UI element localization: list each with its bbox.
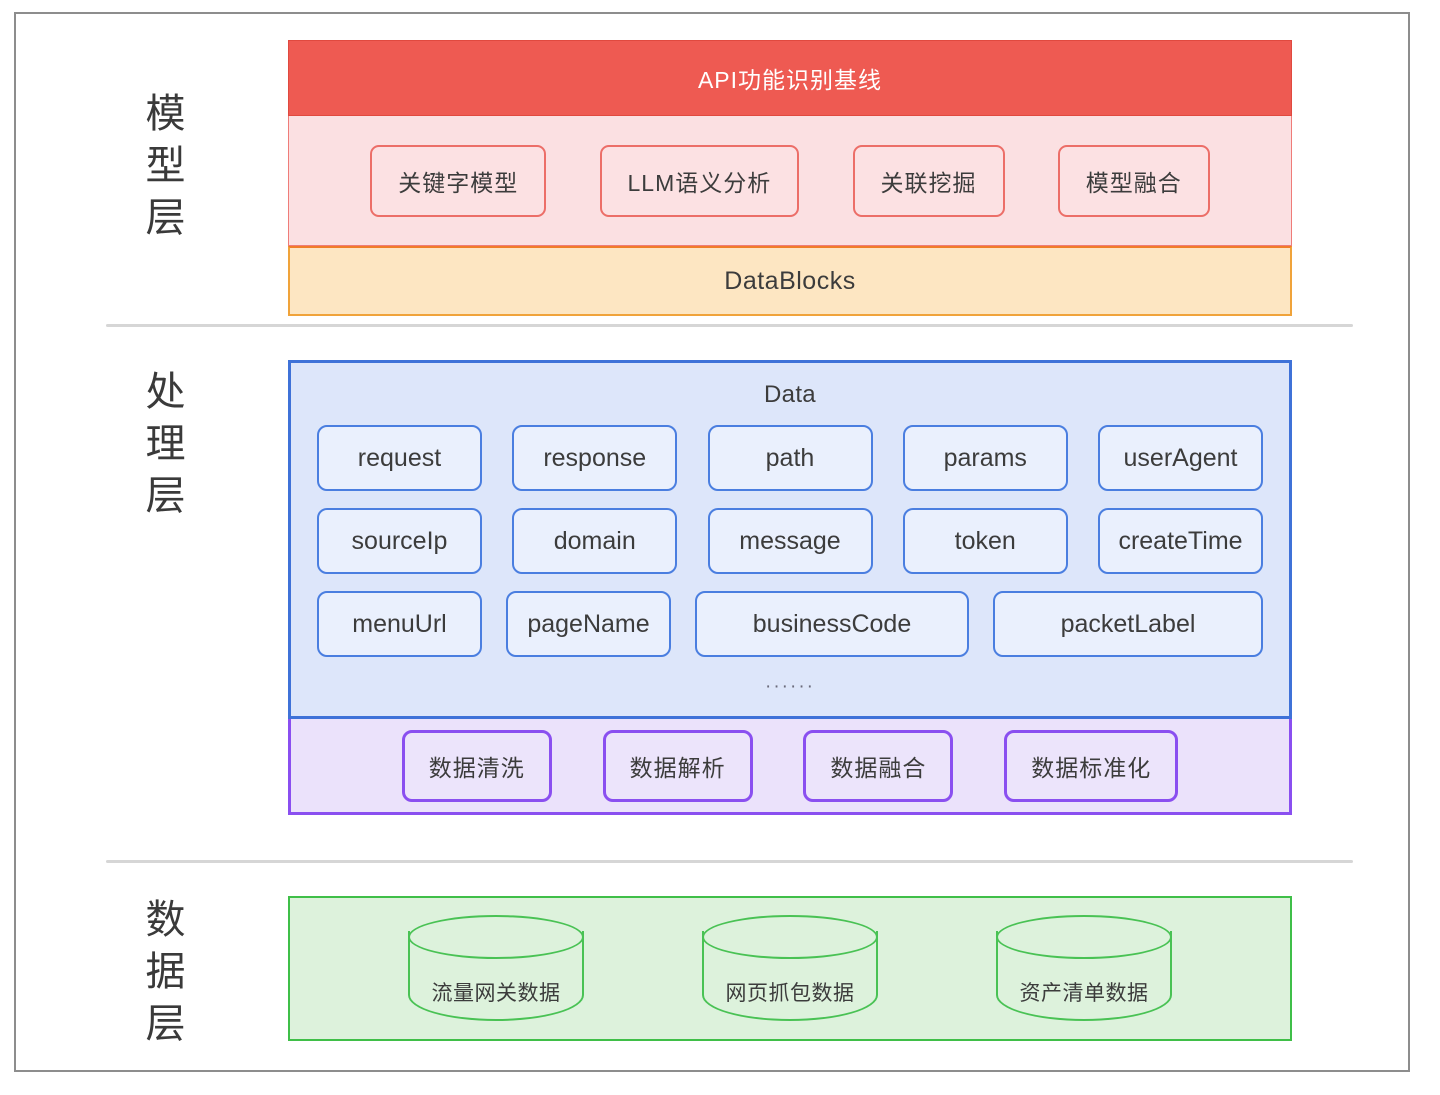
datablocks-band: DataBlocks <box>288 246 1292 316</box>
model-layer-stack: API功能识别基线 关键字模型 LLM语义分析 关联挖掘 模型融合 DataBl… <box>288 40 1292 316</box>
processing-layer-stack: Data request response path params userAg… <box>288 360 1292 815</box>
layer-label-model-char-1: 模 <box>145 91 187 137</box>
datablocks-title: DataBlocks <box>724 266 856 295</box>
datastore-label-asset-inventory: 资产清单数据 <box>1019 981 1149 1005</box>
layer-label-data-char-1: 数 <box>145 897 187 943</box>
divider-processing-data <box>106 860 1353 863</box>
data-field-row-2: sourceIp domain message token createTime <box>317 508 1263 574</box>
process-chip-data-cleaning[interactable]: 数据清洗 <box>401 729 552 802</box>
model-chip-keyword[interactable]: 关键字模型 <box>370 144 547 217</box>
datastore-panel: 流量网关数据 网页抓包数据 资产清单数据 <box>288 896 1292 1041</box>
layer-label-processing-char-1: 处 <box>145 369 187 415</box>
database-cylinder-icon <box>702 930 878 1021</box>
database-cylinder-icon <box>408 930 584 1021</box>
layer-label-model-char-2: 型 <box>145 143 187 189</box>
data-field-useragent[interactable]: userAgent <box>1098 425 1263 491</box>
layer-label-model-char-3: 层 <box>145 195 187 241</box>
model-chip-model-fusion[interactable]: 模型融合 <box>1057 144 1210 217</box>
model-chip-association-mining[interactable]: 关联挖掘 <box>852 144 1005 217</box>
datastore-traffic-gateway[interactable]: 流量网关数据 <box>408 914 584 1023</box>
data-field-pagename[interactable]: pageName <box>506 591 671 657</box>
data-field-response[interactable]: response <box>512 425 678 491</box>
data-field-params[interactable]: params <box>902 425 1068 491</box>
diagram-frame: 模 型 层 API功能识别基线 关键字模型 LLM语义分析 关联挖掘 模型融合 … <box>14 12 1410 1072</box>
divider-model-processing <box>106 324 1353 327</box>
datastore-label-web-capture: 网页抓包数据 <box>725 981 855 1005</box>
process-chip-data-parsing[interactable]: 数据解析 <box>602 729 753 802</box>
data-field-request[interactable]: request <box>317 425 482 491</box>
data-field-row-1: request response path params userAgent <box>317 425 1263 491</box>
api-baseline-band: API功能识别基线 <box>288 40 1292 116</box>
layer-label-processing: 处 理 层 <box>126 366 206 522</box>
data-field-menuurl[interactable]: menuUrl <box>317 591 482 657</box>
process-chip-data-standardization[interactable]: 数据标准化 <box>1004 729 1179 802</box>
layer-label-model: 模 型 层 <box>126 88 206 244</box>
layer-label-data-char-3: 层 <box>145 1001 187 1047</box>
layer-label-processing-char-2: 理 <box>145 421 187 467</box>
data-field-createtime[interactable]: createTime <box>1098 508 1263 574</box>
datastore-asset-inventory[interactable]: 资产清单数据 <box>996 914 1172 1023</box>
database-cylinder-top-icon <box>996 914 1172 959</box>
api-baseline-title: API功能识别基线 <box>697 67 883 93</box>
datastore-label-traffic-gateway: 流量网关数据 <box>431 981 561 1005</box>
processing-chip-band: 数据清洗 数据解析 数据融合 数据标准化 <box>288 719 1292 815</box>
process-chip-data-fusion[interactable]: 数据融合 <box>803 729 954 802</box>
database-cylinder-icon <box>996 930 1172 1021</box>
data-field-sourceip[interactable]: sourceIp <box>317 508 482 574</box>
data-field-domain[interactable]: domain <box>512 508 678 574</box>
data-fields-ellipsis: ······ <box>765 676 815 697</box>
database-cylinder-top-icon <box>408 914 584 959</box>
model-chip-band: 关键字模型 LLM语义分析 关联挖掘 模型融合 <box>288 116 1292 246</box>
data-field-path[interactable]: path <box>707 425 873 491</box>
data-layer-stack: 流量网关数据 网页抓包数据 资产清单数据 <box>288 896 1292 1041</box>
data-field-row-3: menuUrl pageName businessCode packetLabe… <box>317 591 1263 657</box>
model-chip-llm-semantic[interactable]: LLM语义分析 <box>599 144 800 217</box>
data-field-businesscode[interactable]: businessCode <box>695 591 969 657</box>
layer-label-data: 数 据 层 <box>126 894 206 1050</box>
data-fields-panel: Data request response path params userAg… <box>288 360 1292 719</box>
database-cylinder-top-icon <box>702 914 878 959</box>
datastore-web-capture[interactable]: 网页抓包数据 <box>702 914 878 1023</box>
layer-label-data-char-2: 据 <box>145 949 187 995</box>
data-field-packetlabel[interactable]: packetLabel <box>993 591 1263 657</box>
data-field-message[interactable]: message <box>707 508 873 574</box>
data-field-token[interactable]: token <box>902 508 1068 574</box>
layer-label-processing-char-3: 层 <box>145 473 187 519</box>
data-panel-title: Data <box>764 381 816 408</box>
